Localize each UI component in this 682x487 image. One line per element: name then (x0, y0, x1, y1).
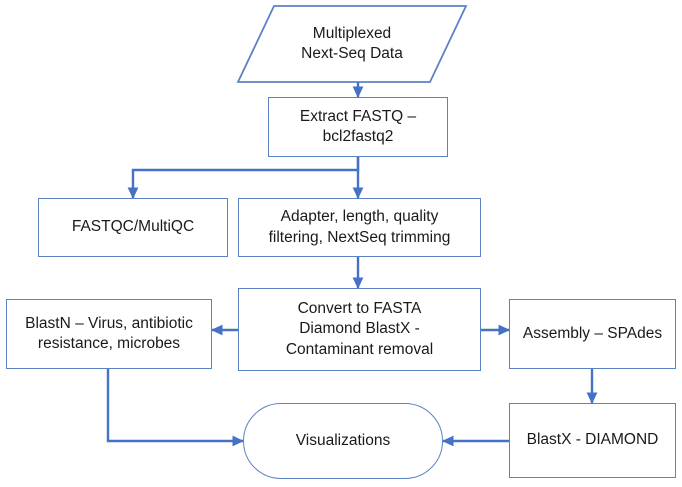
node-input-data[interactable]: Multiplexed Next-Seq Data (238, 6, 466, 82)
node-convert-fasta[interactable]: Convert to FASTA Diamond BlastX - Contam… (238, 288, 481, 371)
edge-blastn-to-visualizations (106, 369, 244, 447)
node-visualizations[interactable]: Visualizations (243, 403, 443, 479)
node-blastx-diamond[interactable]: BlastX - DIAMOND (509, 403, 676, 478)
node-assembly[interactable]: Assembly – SPAdes (509, 299, 676, 369)
node-visualizations-label: Visualizations (295, 431, 391, 449)
node-blastx-diamond-label: BlastX - DIAMOND (526, 431, 659, 449)
node-convert-fasta-label: Convert to FASTA Diamond BlastX - Contam… (285, 299, 434, 358)
node-filtering-label: Adapter, length, quality filtering, Next… (268, 208, 451, 246)
node-fastqc-multiqc-label: FASTQC/MultiQC (71, 218, 195, 236)
node-fastqc-multiqc[interactable]: FASTQC/MultiQC (38, 198, 228, 257)
input-data-parallelogram (236, 5, 468, 83)
node-input-data-label: Multiplexed Next-Seq Data (301, 24, 403, 62)
node-extract-fastq[interactable]: Extract FASTQ – bcl2fastq2 (268, 97, 448, 157)
node-extract-fastq-label: Extract FASTQ – bcl2fastq2 (299, 107, 417, 145)
node-assembly-label: Assembly – SPAdes (522, 324, 663, 342)
edge-extract-to-fastqc (127, 157, 360, 199)
node-blastn[interactable]: BlastN – Virus, antibiotic resistance, m… (6, 299, 212, 369)
node-filtering[interactable]: Adapter, length, quality filtering, Next… (238, 198, 481, 257)
node-blastn-label: BlastN – Virus, antibiotic resistance, m… (25, 314, 193, 352)
